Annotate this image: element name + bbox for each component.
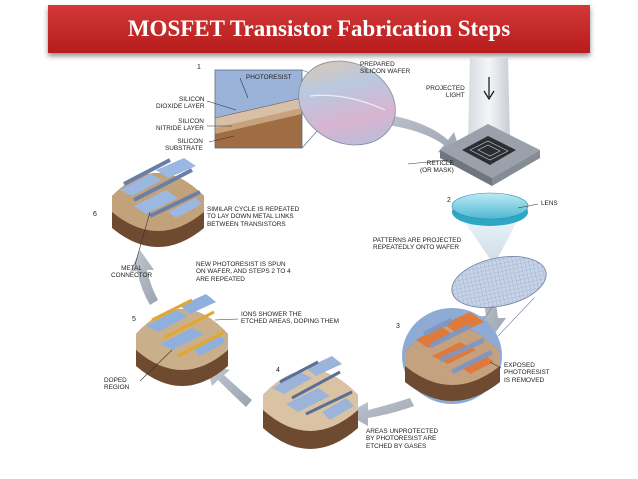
label-ions-shower: IONS SHOWER THE ETCHED AREAS, DOPING THE… [241, 311, 339, 326]
label-exposed-photoresist: EXPOSED PHOTORESIST IS REMOVED [504, 362, 550, 384]
slide-title: MOSFET Transistor Fabrication Steps [127, 16, 511, 41]
patterned-wafer [451, 256, 547, 308]
step5-block [136, 294, 228, 386]
step3-block [402, 308, 502, 404]
step-number-1: 1 [197, 64, 201, 71]
reticle-mask [440, 124, 540, 186]
label-reticle: RETICLE (OR MASK) [420, 160, 454, 175]
step-number-6: 6 [93, 211, 97, 218]
step-number-3: 3 [396, 323, 400, 330]
step-number-4: 4 [276, 367, 280, 374]
prepared-wafer [298, 60, 396, 146]
label-metal-connector: METAL CONNECTOR [111, 265, 153, 280]
step1-layer-stack [214, 69, 319, 149]
arrow-3-to-4 [346, 398, 414, 426]
lens [451, 192, 529, 226]
label-silicon-nitride: SILICON NITRIDE LAYER [156, 118, 204, 133]
label-similar-cycle: SIMILAR CYCLE IS REPEATED TO LAY DOWN ME… [207, 206, 300, 228]
label-prepared-wafer: PREPARED SILICON WAFER [360, 61, 411, 76]
label-lens: LENS [541, 200, 558, 207]
step-number-2: 2 [447, 197, 451, 204]
step6-block [112, 158, 204, 247]
title-banner: MOSFET Transistor Fabrication Steps [48, 5, 590, 53]
label-areas-unprotected: AREAS UNPROTECTED BY PHOTORESIST ARE ETC… [366, 428, 439, 450]
label-photoresist: PHOTORESIST [246, 74, 292, 81]
label-patterns-projected: PATTERNS ARE PROJECTED REPEATEDLY ONTO W… [373, 237, 462, 252]
step-number-5: 5 [132, 316, 136, 323]
light-cone [458, 212, 522, 265]
label-projected-light: PROJECTED LIGHT [426, 85, 465, 100]
label-doped-region: DOPED REGION [104, 377, 130, 392]
label-new-photoresist: NEW PHOTORESIST IS SPUN ON WAFER, AND ST… [196, 261, 291, 283]
step4-block [263, 356, 358, 449]
arrow-4-to-5 [206, 364, 252, 407]
light-arrow [483, 77, 495, 101]
arrow-5-to-6 [130, 250, 158, 305]
label-silicon-dioxide: SILICON DIOXIDE LAYER [156, 96, 205, 111]
label-silicon-substrate: SILICON SUBSTRATE [165, 138, 203, 153]
